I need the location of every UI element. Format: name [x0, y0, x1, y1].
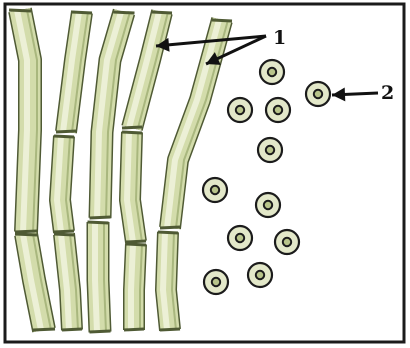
- cell-nucleus: [264, 201, 272, 209]
- fiber-end-mark: [56, 131, 76, 132]
- fiber-end-mark: [15, 234, 37, 235]
- fiber-end-mark: [152, 12, 172, 13]
- fiber-end-mark: [90, 331, 111, 332]
- round-cell: [204, 270, 228, 294]
- cell-nucleus: [211, 186, 219, 194]
- cell-nucleus: [212, 278, 220, 286]
- cell-nucleus: [256, 271, 264, 279]
- fiber-end-mark: [124, 329, 144, 330]
- fiber-end-mark: [212, 20, 232, 21]
- round-cell: [228, 226, 252, 250]
- cell-nucleus: [266, 146, 274, 154]
- cell-nucleus: [283, 238, 291, 246]
- round-cell: [258, 138, 282, 162]
- round-cell: [306, 82, 330, 106]
- label-fibers: 1: [273, 27, 286, 49]
- cell-nucleus: [236, 106, 244, 114]
- fiber-3-segment: [88, 222, 111, 332]
- fiber-end-mark: [90, 217, 111, 218]
- fiber-end-mark: [158, 232, 178, 233]
- cell-nucleus: [274, 106, 282, 114]
- fiber-4-segment: [124, 244, 146, 330]
- fiber-end-mark: [72, 12, 92, 13]
- fiber-end-mark: [126, 244, 146, 245]
- round-cell: [256, 193, 280, 217]
- round-cell: [266, 98, 290, 122]
- fiber-5-segment: [158, 232, 180, 330]
- fiber-end-mark: [9, 10, 31, 11]
- fiber-end-mark: [54, 234, 74, 235]
- fiber-end-mark: [160, 329, 180, 330]
- fiber-end-mark: [88, 222, 109, 223]
- fiber-end-mark: [54, 136, 74, 137]
- fiber-end-mark: [122, 127, 142, 128]
- fiber-end-mark: [62, 329, 82, 330]
- label-cell: 2: [381, 82, 394, 104]
- fiber-end-mark: [33, 329, 55, 330]
- fiber-end-mark: [15, 231, 37, 232]
- fiber-end-mark: [122, 132, 142, 133]
- fiber-end-mark: [114, 12, 135, 13]
- cell-nucleus: [236, 234, 244, 242]
- round-cell: [228, 98, 252, 122]
- fiber-2-segment: [54, 136, 74, 232]
- round-cell: [260, 60, 284, 84]
- cell-nucleus: [268, 68, 276, 76]
- cell-nucleus: [314, 90, 322, 98]
- round-cell: [203, 178, 227, 202]
- fiber-end-mark: [54, 231, 74, 232]
- round-cell: [248, 263, 272, 287]
- round-cell: [275, 230, 299, 254]
- fiber-end-mark: [126, 241, 146, 242]
- fiber-end-mark: [160, 227, 180, 228]
